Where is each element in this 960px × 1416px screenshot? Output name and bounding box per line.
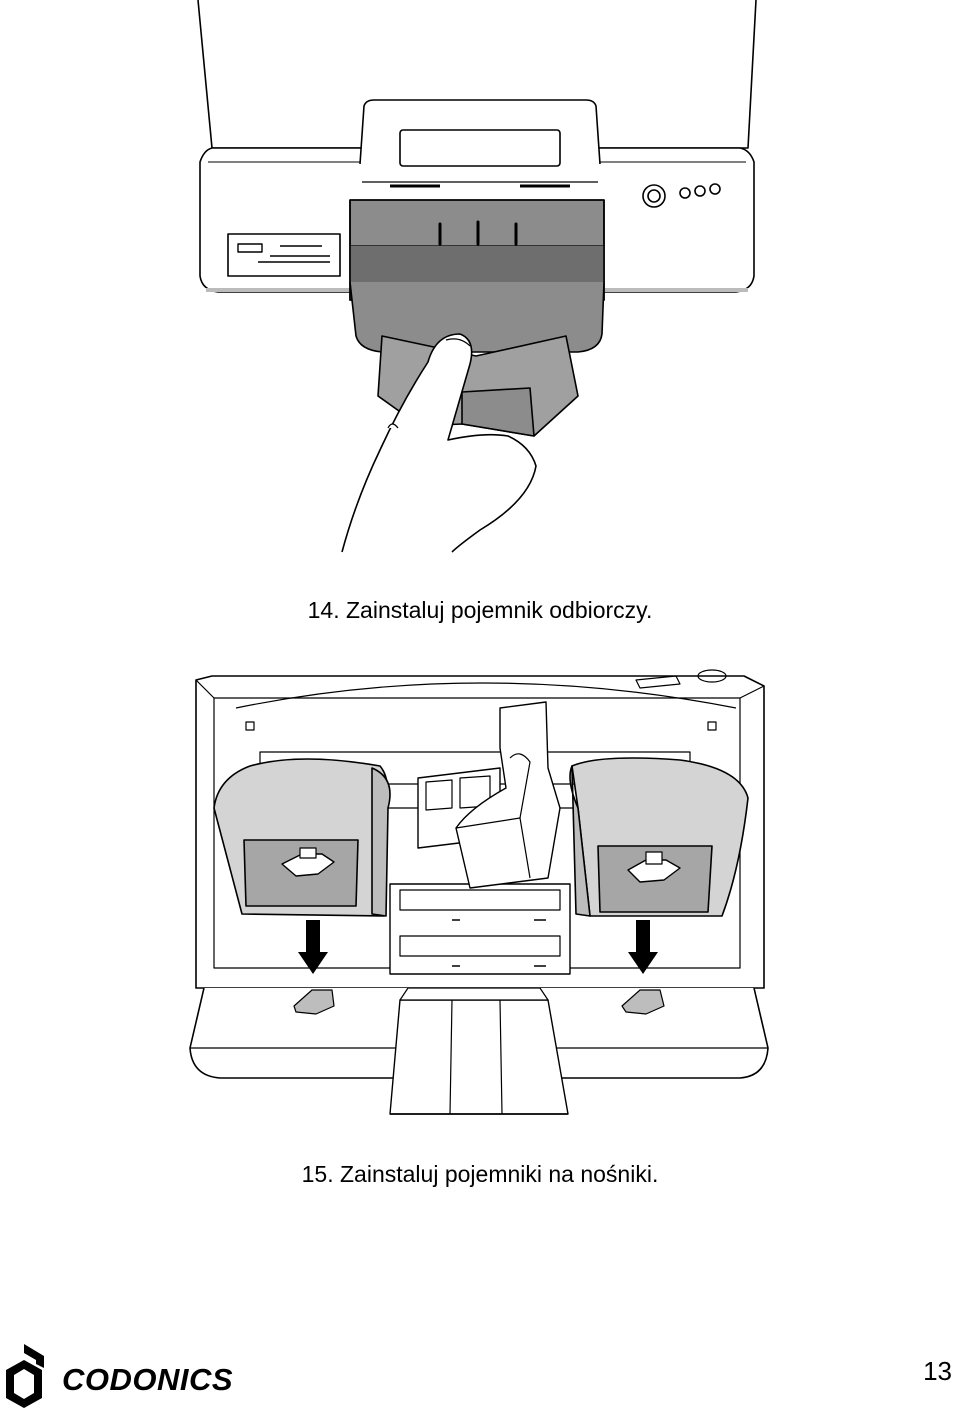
output-bin-install-illustration xyxy=(197,0,757,553)
codonics-logo-icon xyxy=(6,1344,44,1408)
step-15-caption: 15. Zainstaluj pojemniki na nośniki. xyxy=(301,1161,659,1187)
page-number: 13 xyxy=(923,1356,952,1386)
step-14-caption: 14. Zainstaluj pojemnik odbiorczy. xyxy=(307,597,653,623)
brand-logo-text: CODONICS xyxy=(62,1362,234,1397)
media-bins-install-illustration xyxy=(189,669,769,1115)
